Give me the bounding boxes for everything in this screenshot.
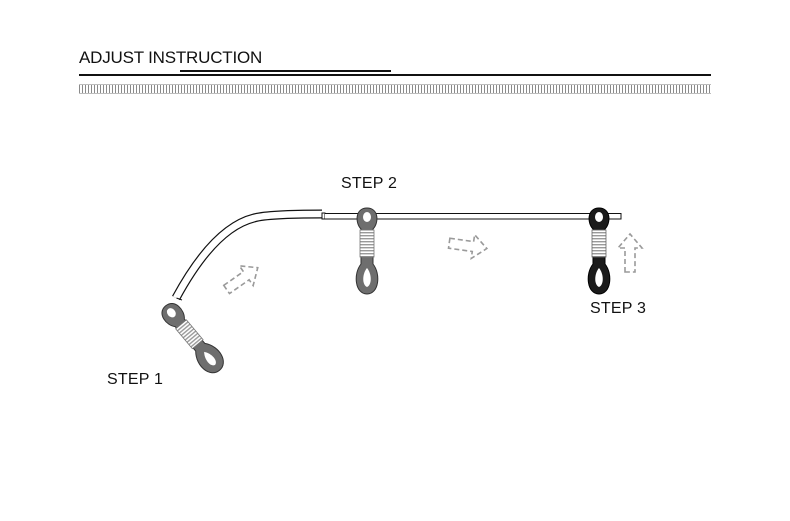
step-3-label: STEP 3 (590, 300, 647, 317)
title-accent-underline (180, 70, 391, 72)
dashed-arrow-right-icon (447, 232, 489, 261)
page-title: ADJUST INSTRUCTION (79, 48, 263, 67)
hatched-divider-bar (79, 84, 711, 94)
title-divider (79, 74, 711, 76)
step-2-label: STEP 2 (341, 175, 398, 192)
temple-arm (172, 209, 622, 301)
rubber-loop-black-icon (587, 207, 611, 295)
rubber-loop-grey-icon (355, 207, 379, 295)
step-1-label: STEP 1 (107, 371, 164, 388)
rubber-loop-grey-icon (161, 302, 224, 374)
dashed-arrow-up-icon (616, 232, 644, 273)
dashed-arrow-up-right-icon (222, 264, 259, 295)
